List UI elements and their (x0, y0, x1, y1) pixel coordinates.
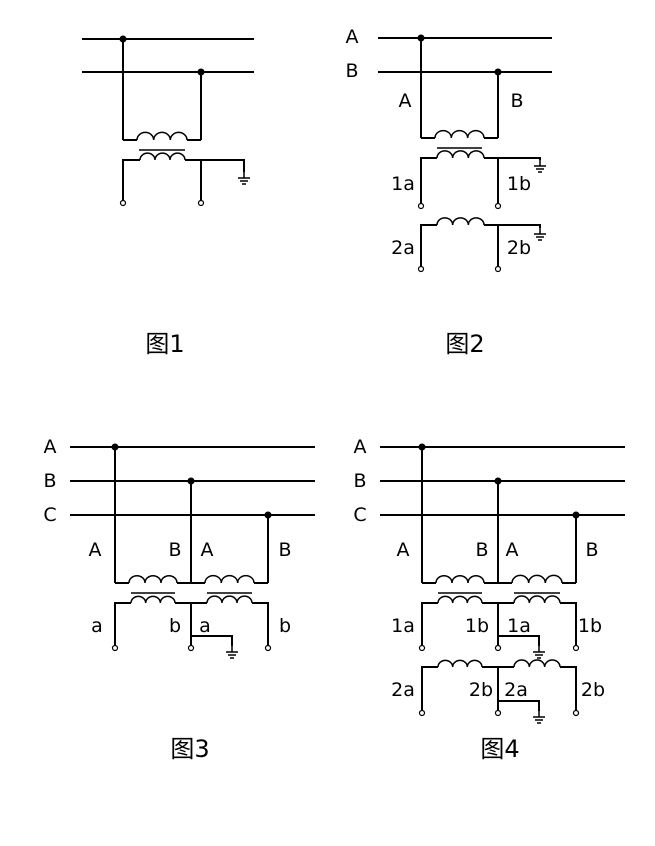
bus-label: A (346, 26, 359, 48)
wire (114, 602, 131, 647)
terminal-label: 1a (391, 615, 415, 637)
terminal-label: 1a (507, 615, 531, 637)
coil-winding (513, 659, 561, 668)
coil-winding (130, 595, 176, 604)
wire (560, 602, 577, 647)
coil-winding (437, 595, 483, 604)
terminal-label: 1b (578, 615, 602, 637)
terminal-label: 2b (469, 679, 493, 701)
wire (498, 635, 540, 646)
figure-caption: 图4 (480, 735, 519, 763)
coil-winding (434, 129, 485, 139)
terminal-icon (572, 709, 580, 717)
terminal-label: A (397, 539, 410, 561)
wire (122, 159, 140, 202)
terminal-label: 2a (504, 679, 528, 701)
bus-label: B (353, 470, 366, 492)
wire (560, 666, 577, 712)
terminal-icon (417, 265, 425, 273)
terminal-label: 1b (507, 173, 531, 195)
wire (252, 602, 269, 647)
coil-winding (435, 575, 485, 584)
terminal-label: 2a (391, 679, 415, 701)
terminal-label: A (399, 90, 412, 112)
terminal-icon (494, 709, 502, 717)
wire (420, 224, 437, 268)
terminal-label: A (506, 539, 519, 561)
bus-label: A (44, 436, 57, 458)
terminal-label: 2b (581, 679, 605, 701)
terminal-icon (418, 644, 426, 652)
wire (484, 157, 541, 160)
figure-caption: 图3 (170, 735, 209, 763)
coil-winding (511, 574, 563, 584)
terminal-label: b (169, 615, 181, 637)
wire (185, 159, 245, 172)
terminal-label: A (89, 539, 102, 561)
terminal-label: A (201, 539, 214, 561)
terminal-icon (187, 644, 195, 652)
coil-winding (139, 152, 186, 161)
coil-winding (128, 575, 178, 584)
wire (191, 635, 233, 646)
bus-label: C (353, 504, 366, 526)
terminal-icon (197, 199, 205, 207)
terminal-icon (417, 202, 425, 210)
bus-label: B (43, 470, 56, 492)
figure-caption: 图2 (445, 330, 484, 358)
terminal-icon (494, 644, 502, 652)
coil-winding (204, 574, 255, 584)
bus-label: B (345, 60, 358, 82)
wire (421, 602, 438, 647)
terminal-label: B (475, 539, 488, 561)
terminal-icon (264, 644, 272, 652)
coil-winding (206, 595, 253, 604)
terminal-label: B (168, 539, 181, 561)
coil-winding (136, 131, 188, 141)
terminal-label: B (585, 539, 598, 561)
terminal-icon (494, 202, 502, 210)
terminal-icon (119, 199, 127, 207)
terminal-label: a (199, 615, 211, 637)
coil-winding (437, 659, 483, 668)
wire (421, 666, 438, 712)
coil-winding (513, 595, 561, 604)
wire (484, 224, 541, 228)
terminal-label: a (91, 615, 103, 637)
wire (498, 700, 540, 711)
bus-label: A (354, 436, 367, 458)
terminal-label: 1a (391, 173, 415, 195)
terminal-icon (111, 644, 119, 652)
bus-label: C (43, 504, 56, 526)
terminal-icon (494, 265, 502, 273)
wire (420, 157, 437, 205)
terminal-label: B (510, 90, 523, 112)
terminal-icon (572, 644, 580, 652)
terminal-icon (418, 709, 426, 717)
figure-caption: 图1 (145, 330, 184, 358)
terminal-label: B (278, 539, 291, 561)
terminal-label: b (279, 615, 291, 637)
terminal-label: 2a (391, 237, 415, 259)
terminal-label: 1b (465, 615, 489, 637)
terminal-label: 2b (507, 237, 531, 259)
coil-winding (436, 150, 485, 159)
coil-winding (436, 217, 485, 226)
